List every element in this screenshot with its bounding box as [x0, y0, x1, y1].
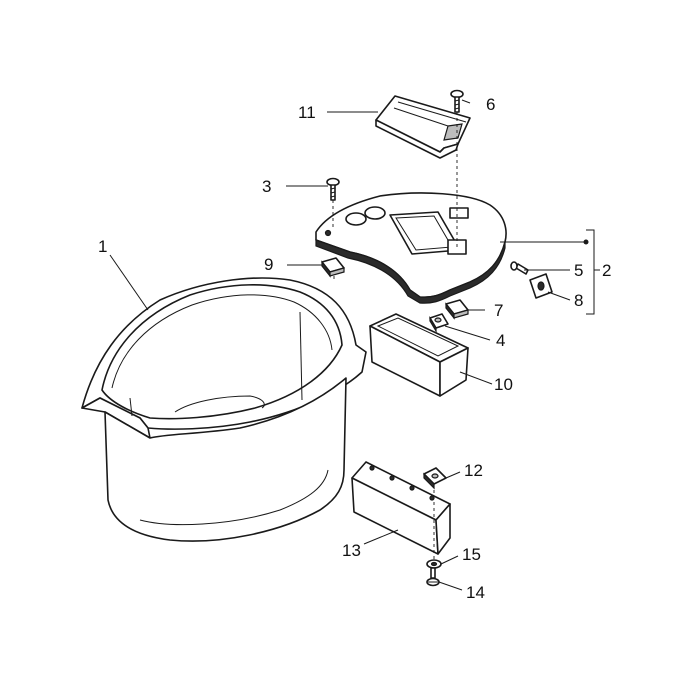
- callout-1: 1: [98, 237, 107, 256]
- screw-part-6: [450, 89, 464, 113]
- top-box-part: [375, 95, 471, 159]
- callout-14: 14: [466, 583, 485, 602]
- callouts: 1 2 3 4 5 6 7 8 9 10 11 12 13 14 15: [98, 95, 611, 602]
- nut-part-12: [423, 467, 447, 490]
- washer-part-15: [426, 559, 442, 569]
- screw-part-3: [326, 177, 340, 201]
- callout-9: 9: [264, 255, 273, 274]
- callout-6: 6: [486, 95, 495, 114]
- callout-10: 10: [494, 375, 513, 394]
- clip-nut-part-9: [321, 257, 345, 278]
- leader-lines: [109, 99, 600, 591]
- bolt-part-5: [510, 261, 529, 275]
- cover-plate-part: [315, 192, 507, 304]
- callout-8: 8: [574, 291, 583, 310]
- hinge-bracket-part: [351, 461, 451, 555]
- helmet-compartment-part: [81, 277, 367, 542]
- callout-7: 7: [494, 301, 503, 320]
- callout-11: 11: [298, 103, 316, 122]
- callout-5: 5: [574, 261, 583, 280]
- callout-13: 13: [342, 541, 361, 560]
- callout-15: 15: [462, 545, 481, 564]
- callout-12: 12: [464, 461, 483, 480]
- callout-3: 3: [262, 177, 271, 196]
- clip-plate-part-8: [529, 273, 553, 299]
- assembly-lines: [332, 112, 458, 560]
- clip-nut-part-7: [445, 299, 469, 320]
- callout-4: 4: [496, 331, 505, 350]
- callout-2: 2: [602, 261, 611, 280]
- screw-part-14: [426, 567, 440, 587]
- storage-tray-part: [369, 313, 469, 397]
- nut-part-4: [429, 313, 449, 334]
